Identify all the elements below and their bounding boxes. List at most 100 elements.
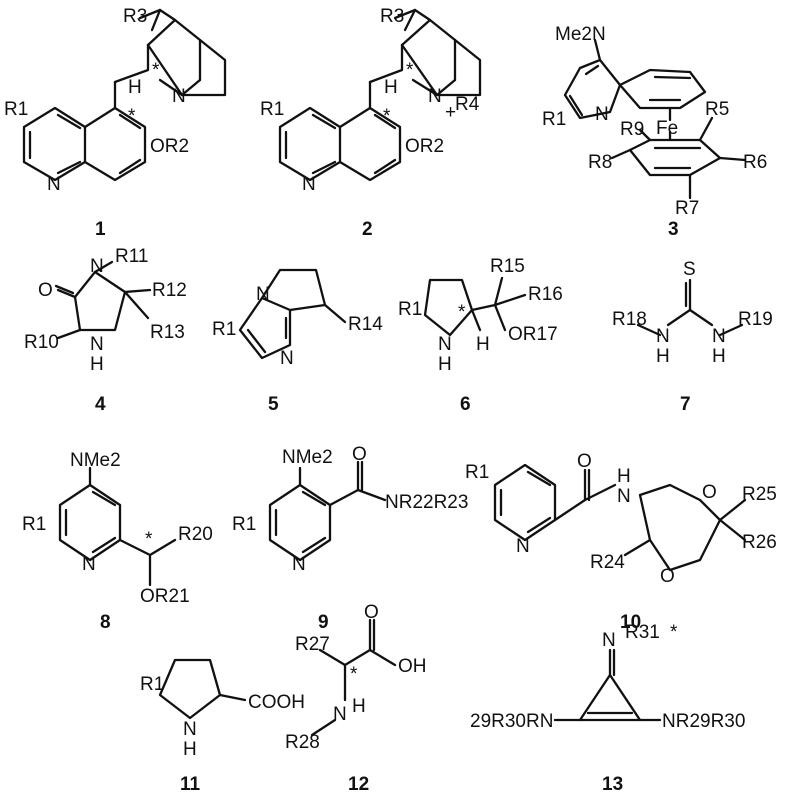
structure-1: R3 H N N R1 * * OR2 xyxy=(4,6,227,195)
c7-n1-label: N xyxy=(656,326,670,347)
c10-n-label: N xyxy=(516,536,530,557)
c3-r5-label: R5 xyxy=(705,99,729,120)
c11-r1-label: R1 xyxy=(140,674,164,695)
c12-r27-label: R27 xyxy=(295,634,330,655)
c3-nme2-label: Me2N xyxy=(555,24,606,45)
c2-h-label: H xyxy=(384,77,398,98)
c2-r1-label: R1 xyxy=(260,99,284,120)
c12-o-label: O xyxy=(364,602,379,623)
c11-n-label: N xyxy=(183,719,197,740)
c8-or21-label: OR21 xyxy=(140,586,190,607)
compound-number-11: 11 xyxy=(180,774,201,795)
compound-number-9: 9 xyxy=(318,612,329,633)
c10-o1-label: O xyxy=(702,482,717,503)
c12-star-label: * xyxy=(350,664,358,685)
c9-nr-label: NR22R23 xyxy=(385,492,468,513)
c5-r14-label: R14 xyxy=(348,314,383,335)
c1-or2-label: OR2 xyxy=(150,136,189,157)
c8-r20-label: R20 xyxy=(178,524,213,545)
c3-r1-label: R1 xyxy=(542,109,566,130)
structure-6: R1 N H * H R15 R16 OR17 xyxy=(398,256,563,375)
c3-r7-label: R7 xyxy=(675,198,699,219)
c13-right-label: NR29R30 xyxy=(662,711,745,732)
c10-o-amide-label: O xyxy=(577,451,592,472)
c8-r1-label: R1 xyxy=(22,514,46,535)
structure-8: NMe2 R1 N * R20 OR21 xyxy=(22,450,213,607)
c2-star-b: * xyxy=(383,106,391,127)
c5-n-bot-label: N xyxy=(280,348,294,369)
compound-number-1: 1 xyxy=(95,219,106,240)
c3-r9-label: R9 xyxy=(620,119,644,140)
compound-number-5: 5 xyxy=(268,394,279,415)
c12-oh-label: OH xyxy=(398,656,427,677)
compound-number-4: 4 xyxy=(95,394,106,415)
c4-r11-label: R11 xyxy=(115,246,148,267)
c7-h2-label: H xyxy=(712,346,726,367)
c13-n-top-label: N xyxy=(602,630,616,651)
c9-r1-label: R1 xyxy=(232,514,256,535)
c1-star-a: * xyxy=(152,60,160,81)
c11-h-label: H xyxy=(183,739,197,760)
c2-star-a: * xyxy=(406,60,414,81)
compound-number-2: 2 xyxy=(362,219,373,240)
c1-n-quinoline-label: N xyxy=(47,174,61,195)
structure-3: Me2N R1 N Fe R5 R9 R8 R6 R7 xyxy=(542,24,767,219)
structure-5: N R1 N R14 xyxy=(212,268,383,369)
structure-4: O N R11 R12 R13 R10 N H xyxy=(24,246,187,375)
structure-12: R27 * O OH N H R28 xyxy=(285,602,427,753)
compound-number-3: 3 xyxy=(668,219,679,240)
c7-r18-label: R18 xyxy=(612,309,647,330)
c3-r6-label: R6 xyxy=(743,152,767,173)
structure-7: S R18 R19 N H N H xyxy=(612,259,773,367)
c2-or2-label: OR2 xyxy=(405,136,444,157)
c8-nme2-label: NMe2 xyxy=(70,450,121,471)
compound-number-6: 6 xyxy=(460,394,471,415)
c1-n-label: N xyxy=(172,86,186,107)
c4-nh-n-label: N xyxy=(90,334,104,355)
c1-r1-label: R1 xyxy=(4,99,28,120)
structure-10: R1 N O N H O O R24 R25 R26 xyxy=(465,451,777,587)
c6-r15-label: R15 xyxy=(490,256,525,277)
c6-n-label: N xyxy=(438,334,452,355)
c2-r4-label: R4 xyxy=(455,94,480,115)
c9-n-label: N xyxy=(292,554,306,575)
c7-s-label: S xyxy=(683,259,696,280)
c4-r12-label: R12 xyxy=(152,280,187,301)
c3-fe-label: Fe xyxy=(656,118,678,139)
c10-r26-label: R26 xyxy=(742,532,777,553)
c6-h-label: H xyxy=(476,334,490,355)
c6-nh-h-label: H xyxy=(438,354,452,375)
compound-numbers: 1 2 3 4 5 6 7 8 9 10 11 12 13 xyxy=(95,219,691,795)
c1-r3-label: R3 xyxy=(123,6,147,27)
c3-r8-label: R8 xyxy=(588,152,612,173)
c12-r28-label: R28 xyxy=(285,732,320,753)
c7-h1-label: H xyxy=(656,346,670,367)
c2-r3-label: R3 xyxy=(380,6,404,27)
c7-n2-label: N xyxy=(712,326,726,347)
compound-number-8: 8 xyxy=(100,612,111,633)
c4-r10-label: R10 xyxy=(24,332,59,353)
c13-star-label: * xyxy=(670,622,678,643)
c1-star-b: * xyxy=(128,106,136,127)
c10-r25-label: R25 xyxy=(742,484,777,505)
c10-r24-label: R24 xyxy=(590,552,625,573)
c6-star-label: * xyxy=(458,302,466,323)
c8-n-label: N xyxy=(82,554,96,575)
c9-nme2-label: NMe2 xyxy=(282,447,333,468)
c5-n-top-label: N xyxy=(256,284,270,305)
compound-number-7: 7 xyxy=(680,394,691,415)
c8-star-label: * xyxy=(145,529,153,550)
c10-nh-h-label: H xyxy=(617,466,631,487)
c2-n-quinoline-label: N xyxy=(302,174,316,195)
c4-n-label: N xyxy=(90,256,104,277)
c13-r31-label: R31 xyxy=(625,622,660,643)
c10-nh-n-label: N xyxy=(617,486,631,507)
compound-number-13: 13 xyxy=(602,774,623,795)
structure-9: NMe2 O R1 N NR22R23 xyxy=(232,444,468,575)
structure-2: R3 H N + R4 N R1 * * OR2 xyxy=(260,6,482,195)
c9-o-label: O xyxy=(352,444,367,465)
c13-left-label: 29R30RN xyxy=(470,711,553,732)
c12-n-label: N xyxy=(333,704,347,725)
c7-r19-label: R19 xyxy=(738,309,773,330)
